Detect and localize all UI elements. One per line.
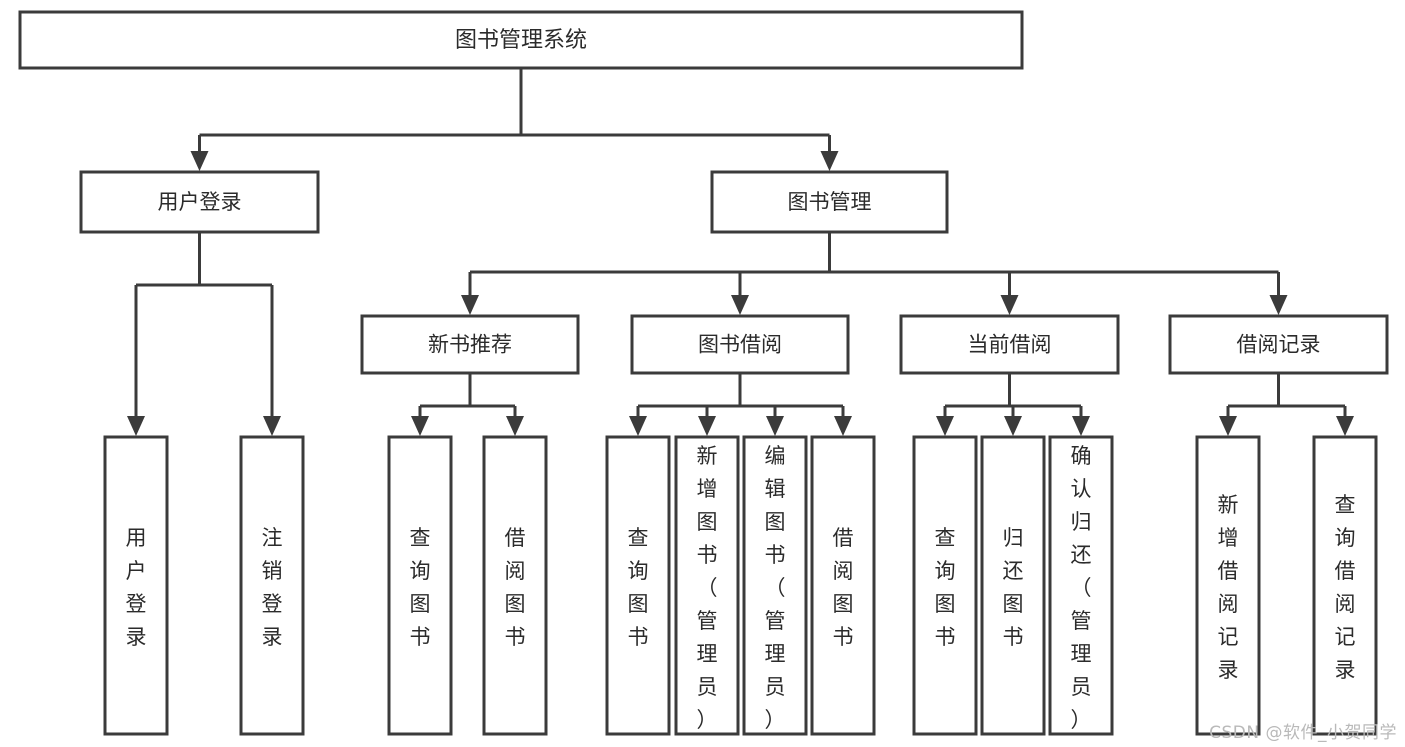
node-box-leaf-query-book-3 — [912, 435, 978, 736]
node-box-root — [18, 10, 1024, 70]
node-box-leaf-query-record — [1312, 435, 1378, 736]
node-box-leaf-add-record — [1195, 435, 1261, 736]
node-book-management[interactable]: 图书管理 — [710, 170, 949, 234]
node-label-leaf-borrow-book-1: 借阅图书 — [505, 526, 526, 649]
node-leaf-confirm-return[interactable]: 确认归还（管理员） — [1048, 435, 1114, 736]
node-label-leaf-edit-book: 编辑图书（管理员） — [765, 444, 786, 732]
node-label-leaf-borrow-book-2: 借阅图书 — [833, 526, 854, 649]
node-box-leaf-borrow-book-1 — [482, 435, 548, 736]
node-root[interactable]: 图书管理系统 — [18, 10, 1024, 70]
node-box-leaf-query-book-2 — [605, 435, 671, 736]
node-label-leaf-query-book-3: 查询图书 — [935, 526, 956, 649]
csdn-watermark: CSDN @软件_小贺同学 — [1209, 723, 1397, 743]
node-box-leaf-user-login — [103, 435, 169, 736]
node-label-current-borrow: 当前借阅 — [968, 333, 1052, 357]
connector-new-book-recommend-to-leaves-arrow-0 — [411, 416, 429, 436]
connector-book-management-to-level2 — [461, 232, 1288, 315]
connector-book-borrow-to-leaves — [629, 373, 852, 436]
connector-user-login-to-leaves — [127, 232, 281, 436]
node-box-borrow-record — [1168, 314, 1389, 375]
node-box-leaf-query-book-1 — [387, 435, 453, 736]
node-leaf-edit-book[interactable]: 编辑图书（管理员） — [742, 435, 808, 736]
connector-book-management-to-level2-arrow-0 — [461, 295, 479, 315]
node-layer: 图书管理系统用户登录图书管理新书推荐图书借阅当前借阅借阅记录用户登录注销登录查询… — [18, 10, 1389, 736]
node-box-leaf-return-book — [980, 435, 1046, 736]
node-label-leaf-return-book: 归还图书 — [1003, 526, 1024, 649]
connector-book-borrow-to-leaves-arrow-3 — [834, 416, 852, 436]
node-box-book-management — [710, 170, 949, 234]
node-leaf-return-book[interactable]: 归还图书 — [980, 435, 1046, 736]
connector-book-borrow-to-leaves-arrow-0 — [629, 416, 647, 436]
node-label-borrow-record: 借阅记录 — [1237, 333, 1321, 357]
node-leaf-query-book-1[interactable]: 查询图书 — [387, 435, 453, 736]
node-current-borrow[interactable]: 当前借阅 — [899, 314, 1120, 375]
connector-current-borrow-to-leaves-arrow-2 — [1072, 416, 1090, 436]
connector-book-management-to-level2-arrow-1 — [731, 295, 749, 315]
node-leaf-borrow-book-1[interactable]: 借阅图书 — [482, 435, 548, 736]
node-book-borrow[interactable]: 图书借阅 — [630, 314, 850, 375]
node-leaf-borrow-book-2[interactable]: 借阅图书 — [810, 435, 876, 736]
node-box-leaf-add-book — [674, 435, 740, 736]
connector-current-borrow-to-leaves-arrow-1 — [1004, 416, 1022, 436]
node-box-leaf-user-logout — [239, 435, 305, 736]
connector-borrow-record-to-leaves — [1219, 373, 1354, 436]
connector-new-book-recommend-to-leaves-arrow-1 — [506, 416, 524, 436]
node-label-leaf-query-book-2: 查询图书 — [628, 526, 649, 649]
node-leaf-user-logout[interactable]: 注销登录 — [239, 435, 305, 736]
node-label-leaf-confirm-return: 确认归还（管理员） — [1071, 444, 1092, 732]
node-label-new-book-recommend: 新书推荐 — [428, 333, 512, 357]
node-label-leaf-user-login: 用户登录 — [126, 526, 147, 649]
node-borrow-record[interactable]: 借阅记录 — [1168, 314, 1389, 375]
connector-user-login-to-leaves-arrow-0 — [127, 416, 145, 436]
node-leaf-query-book-2[interactable]: 查询图书 — [605, 435, 671, 736]
connector-book-borrow-to-leaves-arrow-2 — [766, 416, 784, 436]
connector-current-borrow-to-leaves-arrow-0 — [936, 416, 954, 436]
node-leaf-query-record[interactable]: 查询借阅记录 — [1312, 435, 1378, 736]
node-box-user-login — [79, 170, 320, 234]
connector-root-to-level1-arrow-1 — [820, 151, 839, 171]
node-box-current-borrow — [899, 314, 1120, 375]
connector-user-login-to-leaves-arrow-1 — [263, 416, 281, 436]
connector-current-borrow-to-leaves — [936, 373, 1090, 436]
node-label-leaf-query-book-1: 查询图书 — [410, 526, 431, 649]
connector-borrow-record-to-leaves-arrow-0 — [1219, 416, 1237, 436]
connector-book-management-to-level2-arrow-2 — [1000, 295, 1019, 315]
node-box-leaf-borrow-book-2 — [810, 435, 876, 736]
connector-layer — [127, 68, 1354, 436]
node-label-leaf-query-record: 查询借阅记录 — [1335, 493, 1356, 682]
connector-book-borrow-to-leaves-arrow-1 — [698, 416, 716, 436]
node-label-book-borrow: 图书借阅 — [698, 333, 782, 357]
connector-borrow-record-to-leaves-arrow-1 — [1336, 416, 1354, 436]
node-box-book-borrow — [630, 314, 850, 375]
connector-book-management-to-level2-arrow-3 — [1269, 295, 1288, 315]
node-leaf-query-book-3[interactable]: 查询图书 — [912, 435, 978, 736]
node-user-login[interactable]: 用户登录 — [79, 170, 320, 234]
node-label-user-login: 用户登录 — [158, 190, 242, 214]
node-new-book-recommend[interactable]: 新书推荐 — [360, 314, 580, 375]
connector-new-book-recommend-to-leaves — [411, 373, 524, 436]
node-label-leaf-user-logout: 注销登录 — [262, 526, 283, 649]
node-box-new-book-recommend — [360, 314, 580, 375]
node-label-leaf-add-book: 新增图书（管理员） — [697, 444, 718, 732]
node-leaf-user-login[interactable]: 用户登录 — [103, 435, 169, 736]
node-label-book-management: 图书管理 — [788, 190, 872, 214]
node-leaf-add-book[interactable]: 新增图书（管理员） — [674, 435, 740, 736]
connector-root-to-level1 — [190, 68, 839, 171]
node-leaf-add-record[interactable]: 新增借阅记录 — [1195, 435, 1261, 736]
node-label-root: 图书管理系统 — [455, 28, 587, 53]
node-box-leaf-edit-book — [742, 435, 808, 736]
node-box-leaf-confirm-return — [1048, 435, 1114, 736]
connector-root-to-level1-arrow-0 — [190, 151, 209, 171]
node-label-leaf-add-record: 新增借阅记录 — [1218, 493, 1239, 682]
